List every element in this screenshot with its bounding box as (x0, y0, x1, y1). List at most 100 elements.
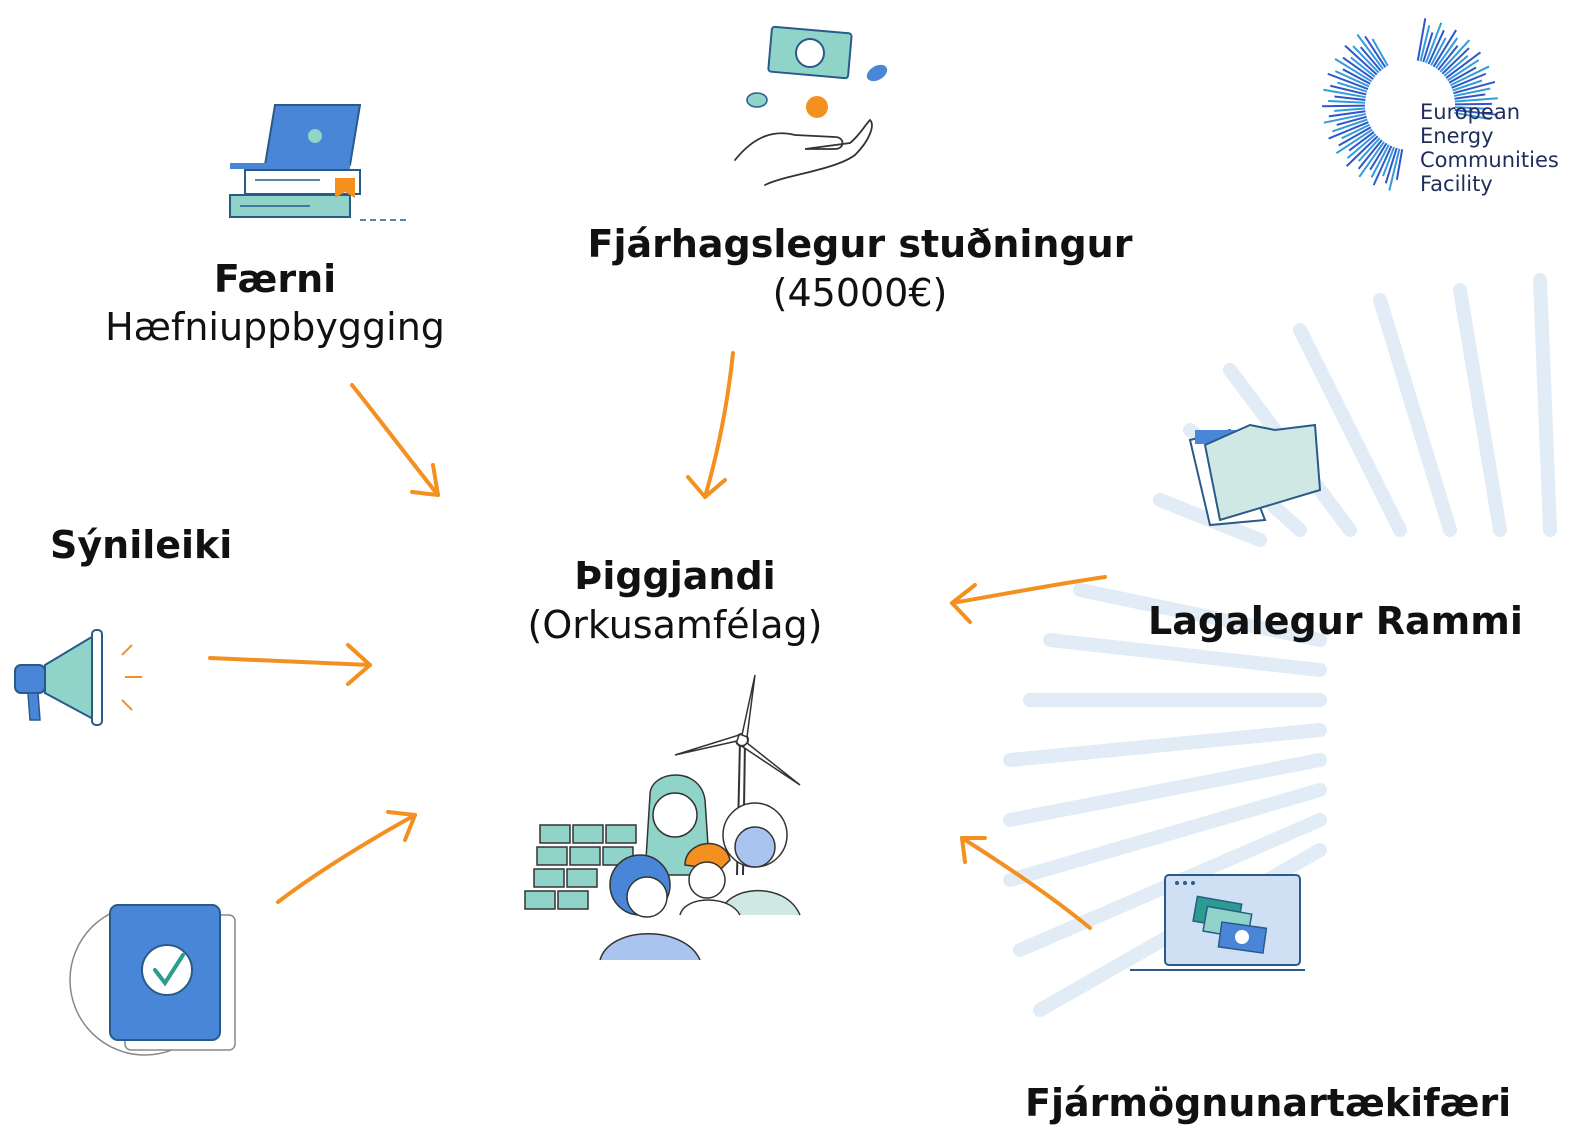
logo-ray (1388, 148, 1401, 191)
logo-ray (1358, 141, 1385, 178)
financial-subtitle: (45000€) (772, 271, 948, 315)
logo-ray (1330, 84, 1367, 96)
logo-ray (1451, 72, 1487, 89)
logo-ray (1443, 54, 1469, 77)
node-beneficiary: Þiggjandi (Orkusamfélag) (480, 552, 870, 650)
laptop-money-icon (1130, 874, 1305, 971)
logo-ray (1323, 113, 1367, 124)
logo-ray (1321, 104, 1366, 108)
logo-ray (1447, 59, 1480, 82)
logo-ray (1334, 107, 1366, 112)
hand-money-icon (734, 25, 888, 186)
logo-ray (1352, 45, 1380, 74)
logo-ray (1358, 137, 1381, 162)
logo-ray (1441, 47, 1470, 75)
arrow-visibility (208, 656, 372, 667)
logo-line-1: European (1420, 100, 1521, 124)
logo-ray (1328, 99, 1366, 104)
arrow-funding-head (960, 836, 987, 864)
financial-title: Fjárhagslegur stuðningur (587, 222, 1133, 266)
logo-ray (1346, 133, 1377, 159)
logo-ray (1359, 46, 1382, 72)
beneficiary-title: Þiggjandi (574, 554, 776, 598)
logo-ray (1454, 109, 1498, 116)
arrow-certificate (276, 813, 417, 904)
visibility-title: Sýnileiki (50, 523, 233, 567)
logo-ray (1342, 56, 1374, 80)
logo-ray (1422, 32, 1434, 63)
logo-ray (1335, 128, 1373, 155)
logo-ray (1336, 115, 1367, 126)
legal-title: Lagalegur Rammi (1148, 599, 1523, 643)
arrow-visibility-head (346, 643, 372, 686)
beneficiary-subtitle: (Orkusamfélag) (527, 603, 823, 647)
arrow-financial (703, 351, 735, 499)
logo-ray (1372, 145, 1393, 186)
logo-line-2: Energy (1420, 124, 1494, 148)
logo-ray (1437, 45, 1459, 71)
logo-line-4: Facility (1420, 172, 1493, 196)
logo-ray (1452, 79, 1483, 92)
skills-title: Færni (213, 257, 337, 301)
logo-ray (1454, 102, 1493, 106)
arrow-legal (950, 575, 1107, 605)
eecf-logo: European Energy Communities Facility (1310, 10, 1570, 200)
arrow-skills (350, 383, 440, 497)
logo-ray (1395, 149, 1404, 181)
logo-ray (1454, 97, 1498, 103)
logo-ray (1450, 65, 1490, 87)
arrow-financial-head (686, 475, 727, 499)
logo-ray (1430, 37, 1447, 66)
logo-ray (1332, 118, 1368, 133)
logo-ray (1334, 58, 1373, 83)
logo-ray (1328, 110, 1366, 118)
arrow-funding (960, 836, 1092, 930)
logo-ray (1454, 93, 1486, 100)
node-financial: Fjárhagslegur stuðningur (45000€) (560, 220, 1160, 318)
logo-ray (1342, 68, 1371, 85)
logo-ray (1371, 38, 1389, 67)
logo-ray (1357, 139, 1383, 170)
logo-ray (1346, 135, 1379, 167)
community-renewables-icon (524, 674, 801, 961)
logo-ray (1348, 131, 1375, 152)
skills-subtitle: Hæfniuppbygging (105, 305, 445, 349)
logo-ray (1337, 81, 1368, 93)
megaphone-icon (14, 629, 142, 726)
logo-ray (1344, 44, 1378, 76)
logo-ray (1419, 25, 1431, 62)
logo-ray (1356, 33, 1384, 70)
logo-ray (1341, 123, 1370, 140)
logo-ray (1382, 146, 1395, 177)
logo-line-3: Communities (1420, 148, 1559, 172)
folder-icon (1188, 423, 1322, 527)
arrow-certificate-head (386, 810, 417, 842)
logo-ray (1448, 66, 1477, 84)
logo-ray (1384, 147, 1398, 184)
logo-ray (1334, 70, 1370, 88)
logo-ray (1432, 29, 1457, 68)
logo-ray (1445, 51, 1482, 79)
logo-ray (1364, 35, 1387, 68)
certificate-check-icon (69, 904, 236, 1056)
arrow-skills-head (410, 463, 440, 497)
logo-ray (1439, 39, 1471, 73)
logo-ray (1425, 22, 1443, 64)
laptop-books-icon (229, 104, 410, 221)
logo-ray (1435, 37, 1459, 69)
logo-ray (1369, 142, 1388, 171)
funding-title: Fjármögnunartækifæri (1025, 1081, 1512, 1125)
logo-ray (1416, 18, 1427, 61)
node-skills: Færni Hæfniuppbygging (75, 256, 475, 352)
logo-ray (1323, 88, 1366, 99)
logo-ray (1453, 87, 1491, 97)
arrow-legal-head (950, 583, 977, 624)
logo-ray-ring-icon (1321, 18, 1498, 191)
logo-ray (1454, 111, 1491, 121)
logo-ray (1350, 56, 1376, 78)
solar-panel (524, 824, 637, 910)
logo-ray (1328, 121, 1369, 140)
logo-ray (1338, 126, 1372, 147)
logo-ray (1370, 144, 1390, 178)
